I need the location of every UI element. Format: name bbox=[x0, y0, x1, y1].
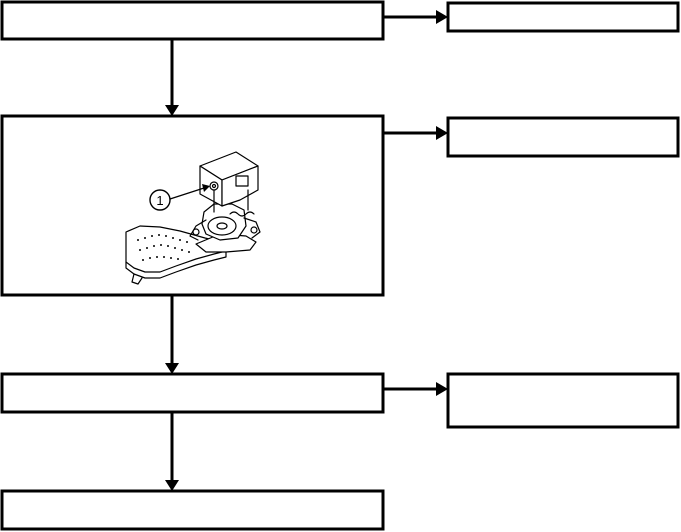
pivot-left bbox=[192, 228, 200, 236]
linkage-right bbox=[243, 217, 261, 239]
housing-stud-inner bbox=[211, 183, 217, 189]
base-plate-tab bbox=[131, 273, 143, 285]
step-box-2 bbox=[0, 114, 385, 297]
side-box-3 bbox=[446, 372, 680, 429]
side-box-2 bbox=[446, 116, 680, 158]
spring-coil bbox=[229, 211, 255, 217]
side-box-1 bbox=[446, 1, 680, 33]
perforation-holes bbox=[137, 234, 190, 261]
housing-window bbox=[235, 175, 249, 187]
arrowhead-right-3 bbox=[436, 382, 448, 396]
callout-leader bbox=[169, 187, 205, 200]
arrowhead-right-1 bbox=[436, 10, 448, 24]
step-box-4 bbox=[0, 489, 385, 531]
gear-wheel bbox=[207, 216, 237, 236]
callout-number: 1 bbox=[156, 193, 163, 208]
step-box-1 bbox=[0, 0, 385, 41]
housing-stud bbox=[209, 181, 219, 191]
arrowhead-right-2 bbox=[436, 126, 448, 140]
arrowhead-down-3 bbox=[165, 480, 179, 491]
pivot-right bbox=[250, 226, 258, 234]
callout-arrowhead bbox=[202, 184, 210, 192]
callout-circle bbox=[149, 189, 171, 211]
step-box-3 bbox=[0, 372, 385, 414]
assembly-illustration: 1 bbox=[125, 151, 261, 285]
arrowhead-down-1 bbox=[165, 105, 179, 116]
base-plate-edge bbox=[125, 250, 227, 279]
gear-hub bbox=[216, 222, 228, 230]
arrowhead-down-2 bbox=[165, 363, 179, 374]
